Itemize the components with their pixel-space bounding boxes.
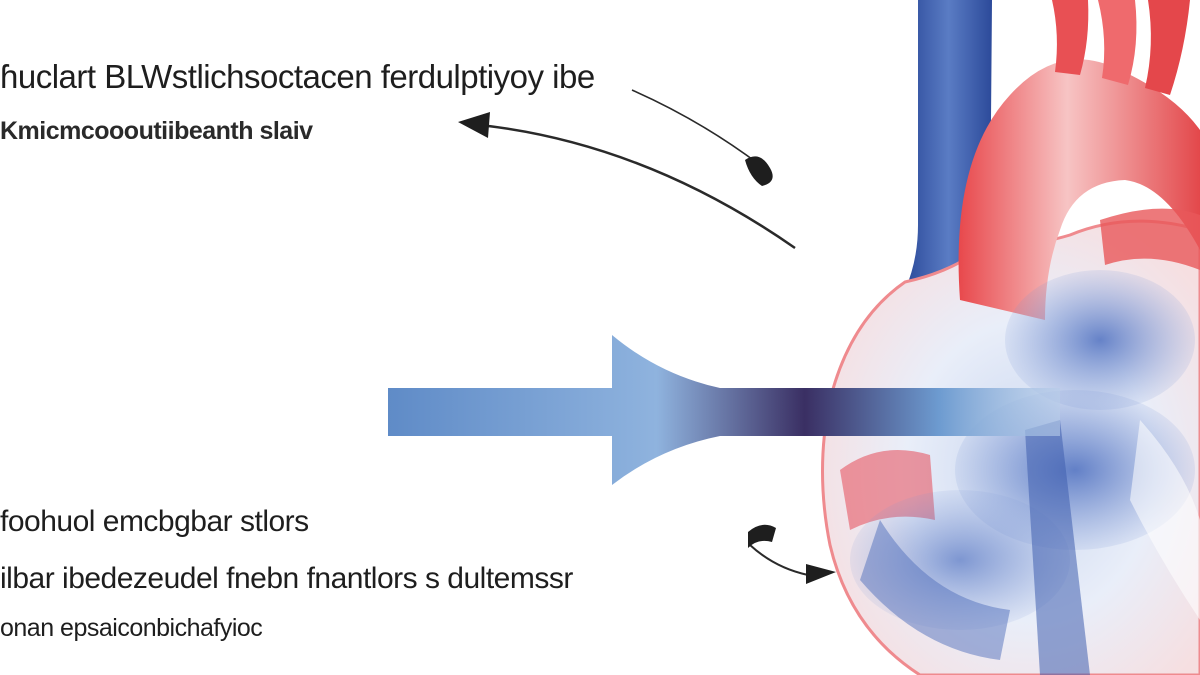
label-top-line2: Kmicmcoooutiibeanth slaiv [0, 117, 313, 145]
label-bottom-line3: onan epsaiconbichafyioc [0, 614, 263, 642]
flow-arrow [388, 335, 1060, 485]
label-bottom-line2: ilbar ibedezeudel fnebn fnantlors s dult… [0, 562, 573, 595]
label-bottom-line1: foohuol emcbgbar stlors [0, 505, 309, 538]
pointer-arrow [469, 89, 809, 576]
heart-illustration [821, 0, 1200, 675]
pointer-arrowhead [458, 112, 836, 584]
label-top-line1: ɦuclart BLWstlichsoctacen ferdulptiy​oy … [0, 58, 595, 95]
